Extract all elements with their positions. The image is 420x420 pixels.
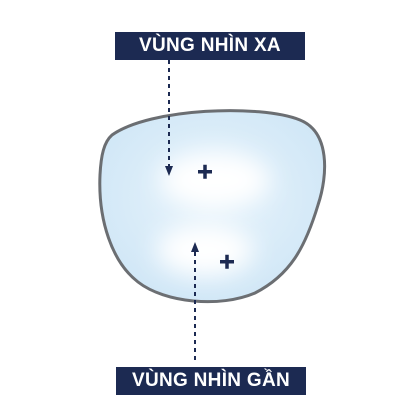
near-zone-glow: [157, 224, 253, 276]
near-pointer-arrowhead: [191, 242, 199, 252]
plus-icon: [220, 254, 234, 269]
far-pointer-arrowhead: [165, 166, 173, 176]
plus-icon: [198, 164, 212, 179]
near-zone-label: VÙNG NHÌN GẦN: [116, 367, 306, 395]
far-zone-label: VÙNG NHÌN XA: [115, 32, 305, 60]
far-zone-glow: [160, 152, 270, 208]
